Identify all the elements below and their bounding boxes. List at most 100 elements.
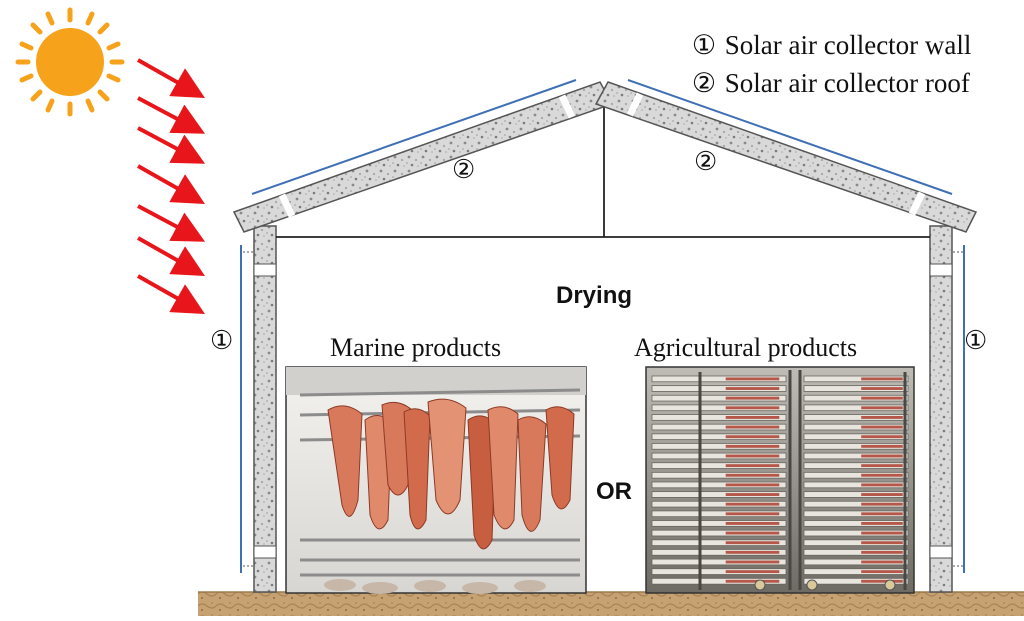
drying-tray	[651, 375, 787, 383]
drying-tray	[651, 385, 787, 392]
drying-tray	[651, 462, 787, 469]
drying-tray	[803, 471, 909, 479]
drying-tray	[803, 452, 909, 460]
tray-product	[725, 541, 780, 545]
drying-tray	[803, 404, 909, 412]
drying-label: Drying	[556, 282, 633, 309]
drying-tray	[651, 452, 787, 460]
drying-tray	[803, 394, 909, 402]
sun-ray-arrows	[137, 58, 206, 314]
drying-tray	[651, 558, 787, 566]
tray-product	[861, 570, 903, 574]
tray-product	[861, 502, 903, 506]
tray-product	[861, 425, 903, 429]
roof-left	[232, 81, 614, 233]
sun-icon	[15, 7, 125, 117]
marine-products-photo	[285, 366, 587, 594]
drying-tray	[651, 414, 787, 421]
drying-tray	[803, 414, 909, 421]
tray-product	[725, 435, 780, 439]
wall-collector-lines	[240, 245, 965, 573]
tray-product	[861, 435, 903, 439]
or-label: OR	[596, 478, 632, 505]
tray-product	[725, 464, 780, 468]
tray-product	[725, 444, 780, 448]
tray-product	[725, 454, 780, 458]
roof-marker-left: ②	[452, 155, 476, 184]
drying-tray	[651, 529, 787, 537]
legend-marker: ②	[691, 68, 717, 98]
tray-product	[725, 521, 780, 525]
agricultural-products-caption: Agricultural products	[634, 333, 858, 362]
drying-tray	[803, 433, 909, 440]
tray-product	[861, 483, 903, 487]
drying-tray	[803, 520, 909, 527]
drying-tray	[803, 385, 909, 392]
tray-product	[861, 531, 903, 535]
roof-collector-lines	[251, 79, 953, 195]
tray-product	[725, 396, 780, 400]
drying-tray	[651, 577, 787, 585]
drying-tray	[803, 375, 909, 383]
tray-product	[725, 579, 780, 583]
tray-product	[725, 406, 780, 410]
drying-tray	[803, 539, 909, 546]
tray-product	[725, 473, 780, 477]
right-wall	[929, 225, 953, 593]
left-wall	[253, 225, 277, 593]
drying-tray	[651, 433, 787, 440]
drying-tray	[651, 568, 787, 575]
tray-product	[861, 550, 903, 554]
drying-tray	[651, 520, 787, 527]
marine-products-caption: Marine products	[330, 333, 502, 362]
drying-tray	[803, 577, 909, 585]
tray-product	[861, 541, 903, 545]
drying-tray	[651, 510, 787, 518]
tray-product	[725, 560, 780, 564]
agricultural-products-photo	[645, 366, 915, 594]
tray-product	[725, 512, 780, 516]
drying-tray	[803, 558, 909, 566]
tray-product	[861, 493, 903, 496]
tray-product	[725, 387, 780, 390]
tray-product	[861, 560, 903, 564]
drying-tray	[803, 568, 909, 575]
tray-product	[861, 454, 903, 458]
roof-right	[594, 81, 978, 233]
legend-item-roof: ② Solar air collector roof	[690, 68, 970, 99]
roof-marker-right: ②	[694, 147, 718, 176]
drying-tray	[651, 394, 787, 402]
tray-product	[861, 473, 903, 477]
tray-product	[725, 377, 780, 381]
tray-product	[725, 502, 780, 506]
tray-product	[725, 493, 780, 496]
drying-tray	[803, 510, 909, 518]
drying-tray	[803, 443, 909, 450]
drying-tray	[651, 539, 787, 546]
drying-tray	[651, 423, 787, 431]
drying-tray	[651, 481, 787, 489]
drying-tray	[803, 491, 909, 498]
ground	[198, 592, 1024, 616]
tray-product	[861, 512, 903, 516]
legend-label: Solar air collector wall	[724, 30, 972, 60]
drying-tray	[803, 529, 909, 537]
drying-tray	[651, 491, 787, 498]
legend-marker: ①	[691, 30, 717, 60]
tray-product	[861, 377, 903, 381]
tray-product	[725, 550, 780, 554]
drying-tray	[803, 481, 909, 489]
drying-tray	[803, 549, 909, 556]
drying-tray	[651, 549, 787, 556]
tray-product	[861, 396, 903, 400]
tray-product	[861, 387, 903, 390]
wall-marker-left: ①	[210, 326, 234, 355]
wall-marker-right: ①	[964, 326, 988, 355]
tray-product	[861, 406, 903, 410]
tray-product	[861, 464, 903, 468]
tray-product	[725, 425, 780, 429]
tray-product	[725, 531, 780, 535]
tray-product	[725, 483, 780, 487]
